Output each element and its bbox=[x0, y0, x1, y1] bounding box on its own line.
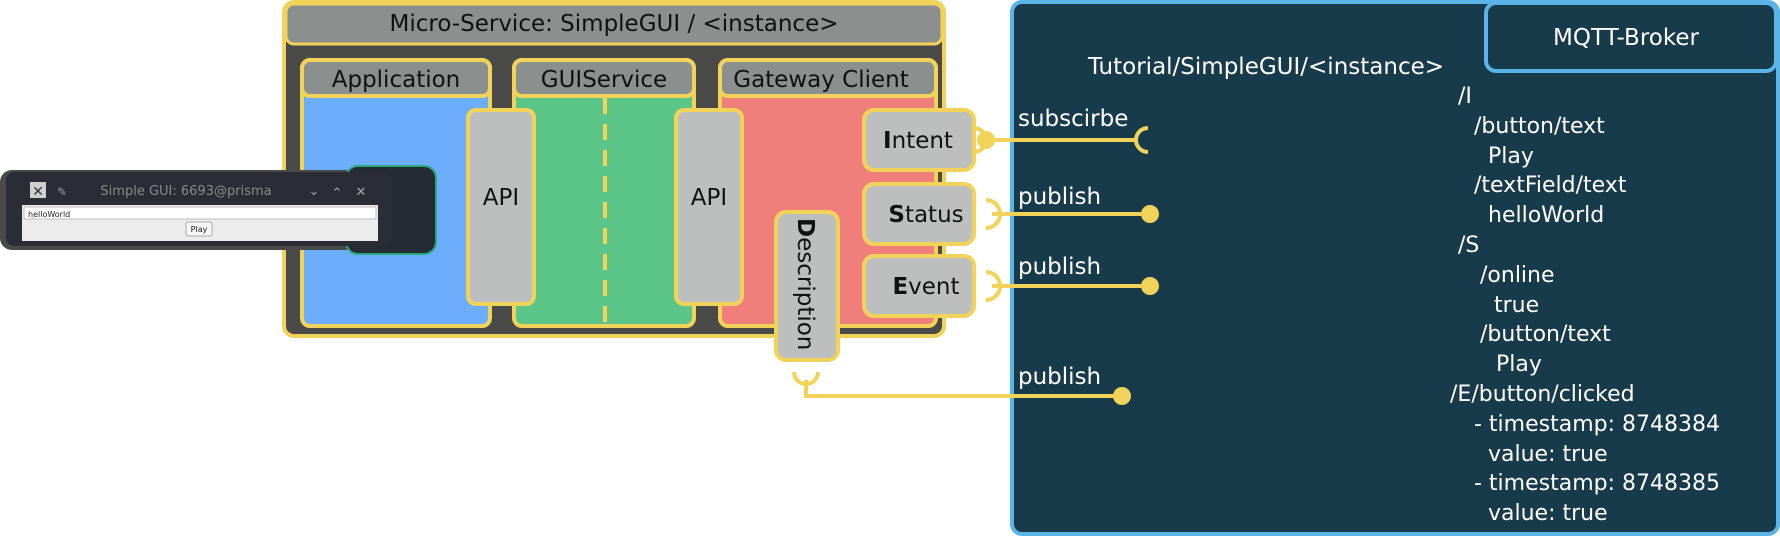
broker-topic-line: - timestamp: 8748384 bbox=[1474, 411, 1720, 437]
gui-textfield-value: helloWorld bbox=[28, 210, 70, 219]
description-port bbox=[774, 210, 840, 362]
gui-window-titlebar bbox=[18, 176, 378, 204]
broker-topic-line: /online bbox=[1480, 262, 1555, 288]
gateway-header bbox=[718, 58, 938, 98]
gui-play-button[interactable] bbox=[185, 221, 213, 237]
intent-port bbox=[862, 108, 976, 172]
guiservice-header bbox=[512, 58, 696, 98]
broker-topic-line: /textField/text bbox=[1474, 173, 1627, 199]
broker-title-box bbox=[1484, 1, 1778, 73]
gui-play-button-label: Play bbox=[191, 225, 208, 234]
broker-topic-line: true bbox=[1494, 292, 1540, 318]
status-label: Status bbox=[888, 202, 963, 228]
guiservice-label: GUIService bbox=[541, 67, 667, 93]
api-left-block bbox=[466, 108, 536, 306]
application-header bbox=[300, 58, 492, 98]
event-port bbox=[862, 254, 976, 318]
subscribe-label: subscirbe bbox=[1018, 106, 1128, 132]
intent-label: Intent bbox=[883, 128, 953, 154]
description-connector bbox=[804, 380, 1122, 398]
gui-window-title: Simple GUI: 6693@prisma bbox=[100, 184, 271, 199]
status-dot bbox=[1141, 205, 1159, 223]
broker-topic-line: - timestamp: 8748385 bbox=[1474, 471, 1720, 497]
broker-topic-line: /button/text bbox=[1474, 113, 1605, 139]
broker-topic-line: value: true bbox=[1488, 441, 1608, 467]
api-left-label: API bbox=[483, 185, 519, 211]
intent-socket bbox=[1134, 126, 1149, 154]
publish-status-label: publish bbox=[1018, 184, 1101, 210]
gateway-label: Gateway Client bbox=[733, 67, 909, 93]
broker-topic-root: Tutorial/SimpleGUI/<instance> bbox=[1087, 54, 1444, 80]
api-right-block bbox=[674, 108, 744, 306]
broker-topic-line: /S bbox=[1458, 233, 1480, 258]
broker-topic-line: /E/button/clicked bbox=[1450, 382, 1635, 407]
close-icon[interactable]: ✕ bbox=[356, 185, 367, 200]
event-dot bbox=[1141, 277, 1159, 295]
intent-port-socket bbox=[973, 126, 988, 154]
broker-topic-line: Play bbox=[1488, 143, 1534, 169]
api-right-label: API bbox=[691, 185, 727, 211]
broker-title: MQTT-Broker bbox=[1553, 25, 1699, 51]
broker-topic-line: /I bbox=[1458, 84, 1472, 109]
status-port bbox=[862, 182, 976, 246]
maximize-icon[interactable]: ⌃ bbox=[332, 186, 343, 201]
gui-x-app-icon bbox=[30, 182, 46, 198]
broker-topic-line: Play bbox=[1496, 352, 1542, 378]
publish-description-label: publish bbox=[1018, 364, 1101, 390]
description-label: Description bbox=[792, 218, 818, 350]
broker-box bbox=[1010, 0, 1780, 536]
pin-icon: ✎ bbox=[57, 185, 67, 199]
microservice-title: Micro-Service: SimpleGUI / <instance> bbox=[389, 11, 838, 37]
gui-x-glyph: ✕ bbox=[32, 184, 44, 200]
gui-textfield[interactable] bbox=[23, 206, 377, 220]
broker-topic-line: value: true bbox=[1488, 501, 1608, 527]
broker-topic-line: helloWorld bbox=[1488, 203, 1605, 229]
application-label: Application bbox=[332, 67, 461, 93]
microservice-title-bar bbox=[284, 2, 944, 46]
event-label: Event bbox=[892, 274, 959, 300]
description-dot bbox=[1113, 387, 1131, 405]
broker-topic-line: /button/text bbox=[1480, 322, 1611, 348]
publish-event-label: publish bbox=[1018, 254, 1101, 280]
minimize-icon[interactable]: ⌄ bbox=[309, 184, 320, 199]
